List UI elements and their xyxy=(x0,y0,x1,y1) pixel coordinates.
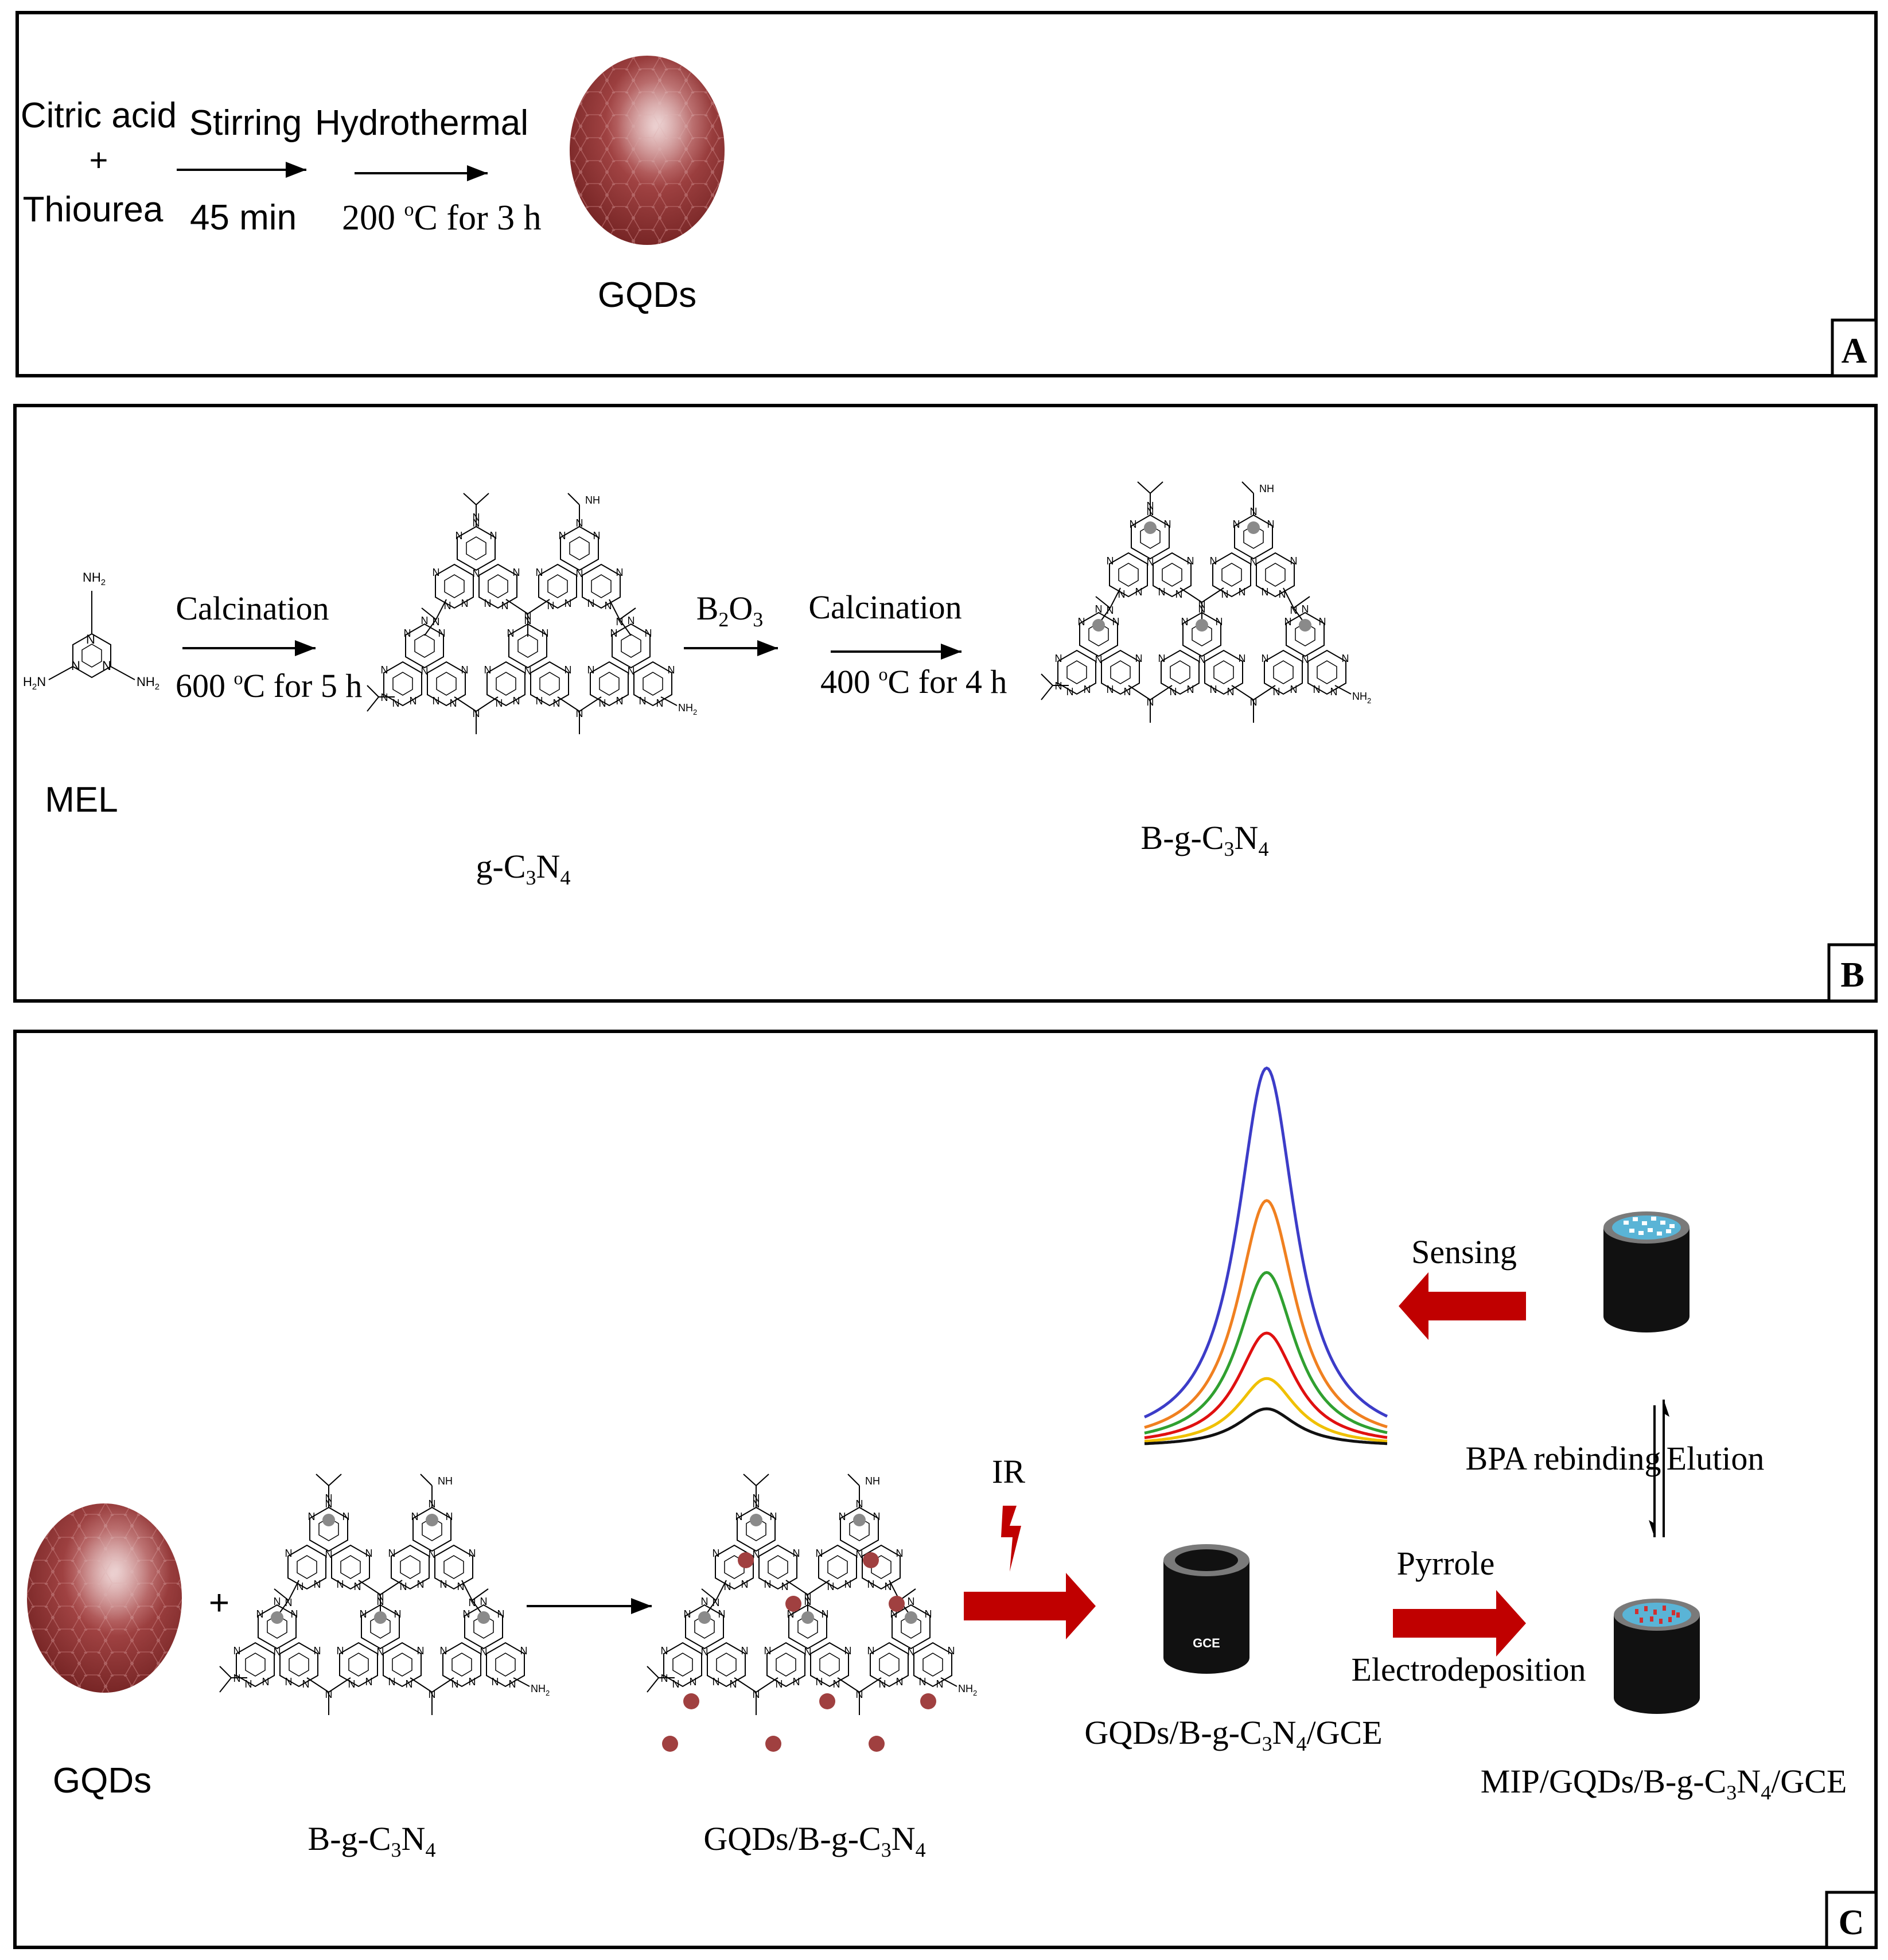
dpv-peak-3 xyxy=(1144,1271,1388,1435)
panel-c-letter: C xyxy=(1839,1903,1864,1942)
bgcn-label-c: B-g-C3N4 xyxy=(308,1820,436,1861)
ir-arrow xyxy=(964,1573,1096,1639)
gce-electrode: GCE xyxy=(1163,1544,1249,1674)
step-hydrothermal-label: Hydrothermal xyxy=(315,103,528,143)
step-calcination2-condition: 400 oC for 4 h xyxy=(820,663,1007,700)
panel-b: NH2 H2N NH2 N N N MEL Calcination 600 oC… xyxy=(13,404,1878,1003)
svg-text:N: N xyxy=(71,658,80,673)
dpv-peak-5 xyxy=(1144,1377,1388,1443)
gcn-network-b xyxy=(367,493,697,734)
modified-electrode-label: GQDs/B-g-C3N4/GCE xyxy=(1084,1714,1382,1755)
svg-text:H2N: H2N xyxy=(23,675,46,692)
dpv-peak-1 xyxy=(1144,1066,1388,1419)
plus-sign-c: + xyxy=(209,1583,229,1623)
panel-c: GQDs + B-g-C3N4 xyxy=(13,1030,1878,1949)
panel-c-letter-box xyxy=(1825,1891,1878,1949)
mip-electrode xyxy=(1614,1599,1700,1714)
reactant-thiourea: Thiourea xyxy=(23,190,164,229)
panel-c-frame xyxy=(13,1030,1878,1949)
gqd-sphere-c xyxy=(27,1503,182,1693)
dpv-peak-4 xyxy=(1144,1331,1388,1439)
sensing-arrow xyxy=(1399,1272,1526,1340)
gqd-sphere-a xyxy=(570,56,725,245)
composite-network xyxy=(647,1474,977,1752)
dpv-peaks xyxy=(1144,1066,1388,1445)
pyrrole-label: Pyrrole xyxy=(1397,1545,1495,1582)
gqd-label-c: GQDs xyxy=(53,1761,151,1801)
composite-label: GQDs/B-g-C3N4 xyxy=(703,1820,925,1861)
panel-a-letter-box xyxy=(1831,318,1878,377)
mip-electrode-label: MIP/GQDs/B-g-C3N4/GCE xyxy=(1481,1763,1847,1804)
bgcn-label-b: B-g-C3N4 xyxy=(1141,819,1269,860)
reactant-plus: + xyxy=(89,142,108,178)
rebinding-elution-arrows xyxy=(1649,1400,1669,1537)
panel-b-letter: B xyxy=(1840,956,1864,995)
dpv-peak-2 xyxy=(1144,1199,1388,1429)
step-calcination1-label: Calcination xyxy=(176,590,329,627)
panel-b-letter-box xyxy=(1827,943,1878,1003)
panel-a-letter: A xyxy=(1842,332,1867,371)
panel-a: Citric acid + Thiourea Stirring 45 min H… xyxy=(15,11,1878,377)
dpv-peak-6 xyxy=(1144,1407,1388,1445)
electrodeposition-arrow xyxy=(1393,1590,1526,1657)
svg-text:NH2: NH2 xyxy=(137,675,159,692)
gqd-label-a: GQDs xyxy=(598,275,696,315)
rebinding-label: BPA rebinding xyxy=(1465,1440,1661,1477)
step-hydrothermal-condition: 200 oC for 3 h xyxy=(342,198,542,237)
svg-text:N: N xyxy=(102,658,111,673)
ir-lightning-icon xyxy=(1001,1506,1021,1572)
elution-label: Elution xyxy=(1667,1440,1765,1477)
svg-text:N: N xyxy=(86,632,95,646)
b2o3-label: B2O3 xyxy=(696,590,764,631)
ir-label: IR xyxy=(992,1453,1025,1490)
sensing-label: Sensing xyxy=(1411,1233,1517,1271)
electrodeposition-label: Electrodeposition xyxy=(1351,1651,1586,1688)
bgcn-network-b xyxy=(1041,482,1371,723)
bgcn-network-c xyxy=(220,1474,550,1715)
mel-label: MEL xyxy=(45,780,118,820)
gcn-label: g-C3N4 xyxy=(476,848,571,889)
svg-text:NH2: NH2 xyxy=(83,570,106,587)
gce-text: GCE xyxy=(1193,1636,1220,1650)
template-electrode xyxy=(1603,1211,1690,1332)
step-stirring-condition: 45 min xyxy=(190,198,297,237)
panel-a-frame xyxy=(15,11,1878,377)
panel-b-frame xyxy=(13,404,1878,1003)
step-calcination2-label: Calcination xyxy=(808,589,961,626)
reactant-citric-acid: Citric acid xyxy=(21,96,177,135)
melamine-structure: NH2 H2N NH2 N N N xyxy=(23,570,159,692)
step-stirring-label: Stirring xyxy=(189,103,302,143)
step-calcination1-condition: 600 oC for 5 h xyxy=(176,667,362,704)
